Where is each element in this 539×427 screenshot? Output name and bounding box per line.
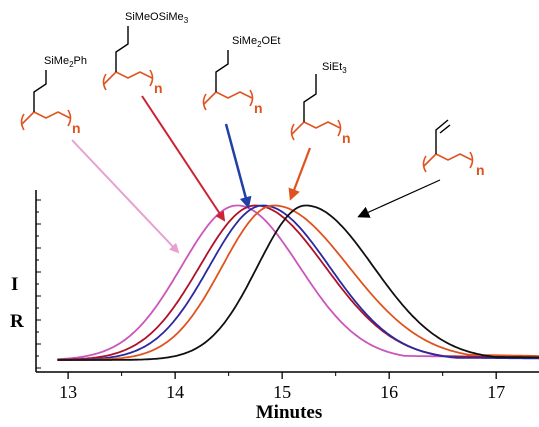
molecule-siet3-bracket-right bbox=[337, 119, 342, 137]
x-ticks: 13 14 15 16 17 bbox=[59, 372, 505, 402]
molecule-simeosime3-chain bbox=[103, 71, 153, 85]
molecule-simeph-bracket-right bbox=[67, 109, 72, 127]
series-line-2 bbox=[57, 204, 539, 361]
arrow-simeosime3 bbox=[141, 95, 226, 222]
arrow-vinyl bbox=[357, 179, 441, 218]
y-axis-title-r: R bbox=[10, 311, 24, 332]
molecule-simeph-n: n bbox=[72, 120, 81, 136]
molecule-simeosime3-label: SiMeOSiMe bbox=[125, 11, 184, 23]
molecule-vinyl-n: n bbox=[476, 162, 485, 178]
molecule-siet3-chain bbox=[291, 121, 341, 135]
x-tick-label-17: 17 bbox=[487, 382, 505, 402]
molecule-sime2oet-label-rest: OEt bbox=[262, 35, 281, 47]
x-tick-label-14: 14 bbox=[166, 382, 184, 402]
molecule-vinyl-double-bond bbox=[439, 124, 451, 134]
molecule-simeosime3-n: n bbox=[154, 80, 163, 96]
molecule-sime2oet-label: SiMe bbox=[232, 35, 257, 47]
x-axis-title: Minutes bbox=[256, 402, 323, 423]
molecule-sime2oet-bracket-left bbox=[202, 93, 207, 111]
molecule-siet3-label: SiEt bbox=[322, 61, 342, 73]
molecule-simeph: SiMe2Ph n bbox=[20, 55, 87, 136]
svg-text:SiEt3: SiEt3 bbox=[322, 61, 347, 75]
molecule-sime2oet-chain bbox=[203, 91, 253, 105]
molecule-simeph-bracket-left bbox=[20, 113, 25, 131]
y-minor-ticks bbox=[36, 199, 41, 369]
molecule-siet3-sidechain bbox=[303, 74, 317, 122]
molecule-vinyl-sidechain bbox=[435, 119, 449, 154]
svg-text:SiMeOSiMe3: SiMeOSiMe3 bbox=[125, 11, 189, 25]
molecule-sime2oet: SiMe2OEt n bbox=[202, 35, 280, 116]
molecule-simeosime3: SiMeOSiMe3 n bbox=[102, 11, 189, 96]
molecule-sime2oet-n: n bbox=[254, 100, 263, 116]
molecule-vinyl-chain bbox=[423, 153, 473, 167]
series-line-4 bbox=[57, 204, 539, 361]
arrow-sime2oet bbox=[224, 123, 252, 209]
molecule-siet3-n: n bbox=[342, 130, 351, 146]
arrow-simeph bbox=[71, 139, 180, 254]
series-line-3 bbox=[57, 204, 539, 361]
molecule-simeosime3-bracket-right bbox=[149, 69, 154, 87]
x-tick-label-16: 16 bbox=[380, 382, 398, 402]
molecule-simeph-label-sub: 2 bbox=[69, 60, 74, 69]
molecule-simeosime3-sidechain bbox=[115, 26, 129, 72]
svg-text:SiMe2OEt: SiMe2OEt bbox=[232, 35, 280, 49]
arrow-siet3 bbox=[288, 147, 312, 201]
molecule-simeph-sidechain bbox=[33, 70, 47, 112]
molecule-vinyl-bracket-left bbox=[422, 155, 427, 173]
molecule-simeosime3-bracket-left bbox=[102, 73, 107, 91]
x-tick-label-13: 13 bbox=[59, 382, 77, 402]
x-tick-label-15: 15 bbox=[273, 382, 291, 402]
series-line-0 bbox=[57, 204, 539, 361]
molecule-sime2oet-label-sub: 2 bbox=[257, 40, 262, 49]
series-curves bbox=[57, 204, 539, 361]
molecule-vinyl-bracket-right bbox=[469, 151, 474, 169]
molecule-simeosime3-label-sub: 3 bbox=[184, 16, 189, 25]
molecule-simeph-label-rest: Ph bbox=[74, 55, 87, 67]
molecule-siet3-label-sub: 3 bbox=[342, 66, 347, 75]
molecule-sime2oet-sidechain bbox=[215, 50, 229, 92]
molecule-simeph-chain bbox=[21, 111, 71, 125]
molecule-simeph-label: SiMe bbox=[44, 55, 69, 67]
molecule-sime2oet-bracket-right bbox=[249, 89, 254, 107]
molecule-siet3: SiEt3 n bbox=[290, 61, 351, 146]
molecule-vinyl: n bbox=[422, 119, 485, 178]
svg-text:SiMe2Ph: SiMe2Ph bbox=[44, 55, 87, 69]
series-line-1 bbox=[57, 204, 539, 361]
y-axis-title-i: I bbox=[11, 274, 18, 295]
molecule-siet3-bracket-left bbox=[290, 123, 295, 141]
